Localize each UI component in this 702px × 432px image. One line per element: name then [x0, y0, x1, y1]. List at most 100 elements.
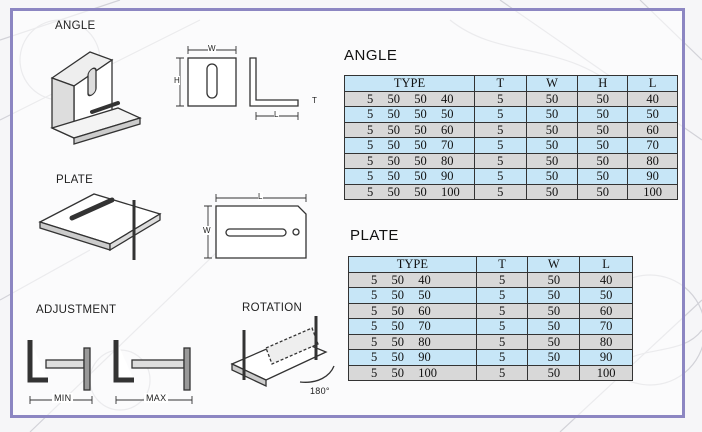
table-cell: 5 — [473, 183, 527, 200]
min-label: MIN — [52, 393, 74, 403]
table-cell: 5 — [473, 90, 527, 107]
rotation-degree-label: 180° — [310, 386, 330, 396]
table-cell: 5 50 90 — [348, 349, 477, 366]
table-row: 5 50 80 5 50 80 — [348, 333, 633, 350]
table-header-row: TYPE T W L — [348, 256, 633, 273]
plate-top-view — [215, 205, 307, 259]
table-cell: 50 — [577, 90, 629, 107]
angle-bracket-drawing — [50, 51, 142, 145]
table-cell: 50 — [527, 333, 581, 350]
table-cell: 5 50 60 — [348, 302, 477, 319]
table-cell: 90 — [579, 349, 633, 366]
column-header: T — [473, 75, 527, 92]
table-row: 5 50 50 70 5 50 50 70 — [344, 137, 678, 154]
table-cell: 40 — [579, 271, 633, 288]
plate-drawing-label: PLATE — [56, 174, 94, 186]
table-cell: 50 — [525, 152, 579, 169]
table-cell: 50 — [577, 106, 629, 123]
table-cell: 5 50 70 — [348, 318, 477, 335]
table-cell: 50 — [577, 152, 629, 169]
table-cell: 5 — [475, 333, 529, 350]
table-cell: 5 50 50 70 — [344, 137, 475, 154]
table-cell: 60 — [627, 121, 678, 138]
angle-dim-h: H — [174, 76, 181, 85]
angle-spec-table: TYPE T W H L 5 50 50 40 5 50 50 40 5 50 … — [344, 75, 678, 200]
table-cell: 5 — [475, 271, 529, 288]
plate-dim-l: L — [258, 192, 263, 201]
angle-dim-w: W — [208, 44, 216, 53]
table-cell: 5 50 40 — [348, 271, 477, 288]
column-header: W — [527, 256, 581, 273]
table-cell: 5 50 100 — [348, 364, 477, 381]
table-cell: 5 — [473, 106, 527, 123]
table-cell: 50 — [577, 137, 629, 154]
table-cell: 50 — [527, 271, 581, 288]
column-header: T — [475, 256, 529, 273]
adjustment-drawing-label: ADJUSTMENT — [36, 304, 117, 316]
angle-drawing-label: ANGLE — [55, 20, 96, 32]
table-cell: 5 50 50 80 — [344, 152, 475, 169]
angle-dim-l: L — [274, 110, 279, 119]
table-cell: 5 — [475, 287, 529, 304]
table-cell: 60 — [579, 302, 633, 319]
table-cell: 5 — [475, 302, 529, 319]
table-header-row: TYPE T W H L — [344, 75, 678, 92]
table-cell: 5 50 50 90 — [344, 168, 475, 185]
table-cell: 100 — [579, 364, 633, 381]
max-label: MAX — [144, 393, 169, 403]
table-cell: 50 — [527, 364, 581, 381]
table-cell: 50 — [525, 121, 579, 138]
table-cell: 70 — [627, 137, 678, 154]
table-cell: 50 — [525, 90, 579, 107]
table-cell: 5 50 50 40 — [344, 90, 475, 107]
column-header: H — [577, 75, 629, 92]
table-cell: 50 — [525, 106, 579, 123]
table-cell: 5 — [475, 364, 529, 381]
table-cell: 100 — [627, 183, 678, 200]
table-row: 5 50 50 100 5 50 50 100 — [344, 183, 678, 200]
table-row: 5 50 50 90 5 50 50 90 — [344, 168, 678, 185]
table-cell: 5 50 50 60 — [344, 121, 475, 138]
column-header: TYPE — [344, 75, 475, 92]
table-cell: 5 — [473, 168, 527, 185]
table-cell: 5 50 50 50 — [344, 106, 475, 123]
table-row: 5 50 50 40 5 50 50 40 — [344, 90, 678, 107]
table-cell: 70 — [579, 318, 633, 335]
table-cell: 50 — [525, 183, 579, 200]
column-header: W — [525, 75, 579, 92]
table-cell: 50 — [577, 121, 629, 138]
angle-front-view — [187, 57, 237, 107]
table-cell: 50 — [527, 287, 581, 304]
table-cell: 40 — [627, 90, 678, 107]
adjustment-drawing — [27, 340, 191, 391]
column-header: TYPE — [348, 256, 477, 273]
angle-side-view — [249, 57, 299, 107]
plate-table-title: PLATE — [350, 227, 399, 244]
table-row: 5 50 60 5 50 60 — [348, 302, 633, 319]
angle-table-title: ANGLE — [344, 47, 398, 64]
rotation-drawing — [230, 316, 335, 388]
angle-dim-t: T — [312, 96, 318, 105]
plate-dim-w: W — [203, 226, 211, 235]
table-cell: 5 — [475, 318, 529, 335]
table-cell: 5 50 50 100 — [344, 183, 475, 200]
table-cell: 80 — [627, 152, 678, 169]
column-header: L — [579, 256, 633, 273]
table-cell: 50 — [627, 106, 678, 123]
table-row: 5 50 50 60 5 50 50 60 — [344, 121, 678, 138]
table-cell: 50 — [527, 349, 581, 366]
table-row: 5 50 50 80 5 50 50 80 — [344, 152, 678, 169]
table-cell: 50 — [577, 168, 629, 185]
table-cell: 5 50 80 — [348, 333, 477, 350]
table-row: 5 50 50 50 5 50 50 50 — [344, 106, 678, 123]
table-cell: 5 — [475, 349, 529, 366]
table-cell: 80 — [579, 333, 633, 350]
table-cell: 5 — [473, 152, 527, 169]
column-header: L — [627, 75, 678, 92]
table-row: 5 50 90 5 50 90 — [348, 349, 633, 366]
plate-drawing — [38, 193, 162, 260]
table-cell: 50 — [527, 302, 581, 319]
table-cell: 5 — [473, 137, 527, 154]
